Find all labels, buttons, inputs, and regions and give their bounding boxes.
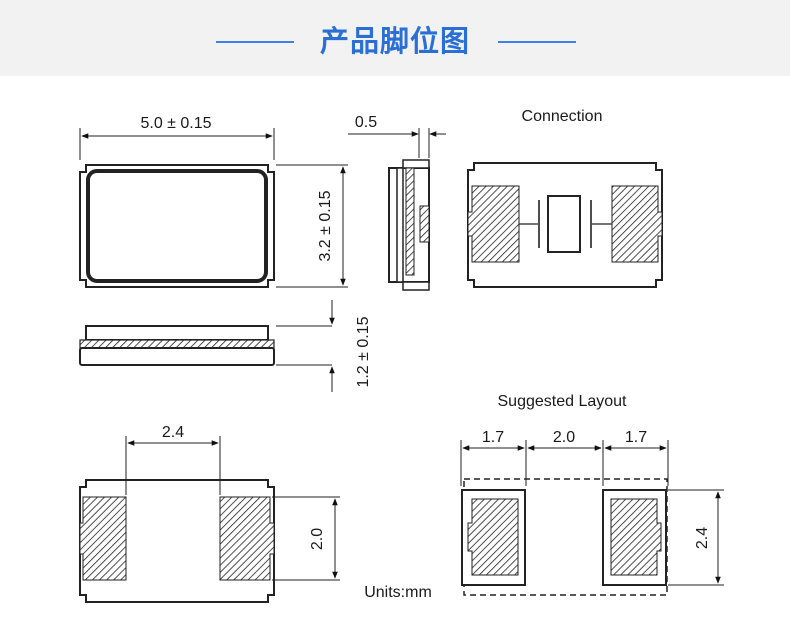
pad-height-dimension: 2.0 [309,528,326,550]
suggested-layout: Suggested Layout 1.7 2.0 1.7 2.4 [460,393,724,596]
header-line-left [216,41,294,43]
connection-view: Connection [467,108,663,288]
height-dimension: 3.2 ± 0.15 [317,190,334,261]
layout-dim-height: 2.4 [694,527,711,549]
layout-dim-mid: 2.0 [553,429,575,446]
units-label: Units:mm [364,584,432,601]
connection-label: Connection [522,108,603,125]
page-title: 产品脚位图 [319,24,470,58]
front-view: 1.2 ± 0.15 [79,300,372,392]
pad-spacing-dimension: 2.4 [162,424,184,441]
width-dimension: 5.0 ± 0.15 [140,115,211,132]
header-banner: 产品脚位图 [0,0,790,76]
header-line-right [498,41,576,43]
thickness-dimension: 1.2 ± 0.15 [355,316,372,387]
layout-label: Suggested Layout [498,393,628,410]
layout-dim-right: 1.7 [625,429,647,446]
top-view: 5.0 ± 0.15 3.2 ± 0.15 [79,115,348,288]
side-view: 0.5 [348,114,446,291]
bottom-view: 2.4 2.0 [79,424,340,603]
layout-dim-left: 1.7 [482,429,504,446]
lead-dimension: 0.5 [355,114,377,131]
